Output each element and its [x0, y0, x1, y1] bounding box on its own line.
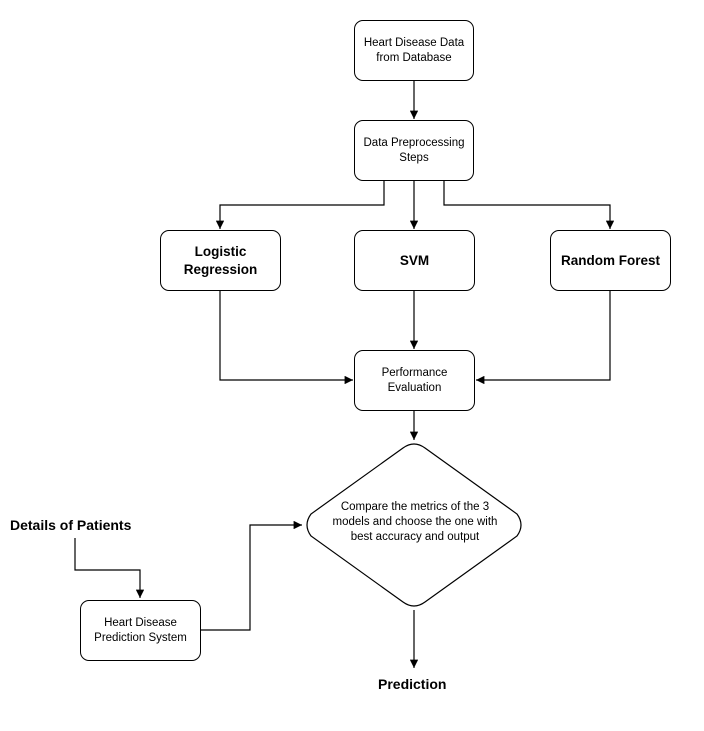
performance-evaluation-box: Performance Evaluation — [354, 350, 475, 411]
source-data-label: Heart Disease Data from Database — [363, 36, 465, 64]
prediction-system-box: Heart Disease Prediction System — [80, 600, 201, 661]
source-data-box: Heart Disease Data from Database — [354, 20, 474, 81]
decision-label: Compare the metrics of the 3 models and … — [332, 501, 498, 543]
preprocessing-label: Data Preprocessing Steps — [363, 136, 465, 164]
prediction-system-label: Heart Disease Prediction System — [94, 616, 187, 644]
arrow-patients-to-system — [74, 538, 145, 598]
logistic-regression-box: Logistic Regression — [160, 230, 281, 291]
arrow-preprocessing-to-random-forest — [443, 181, 615, 229]
prediction-output-label: Prediction — [378, 676, 447, 692]
decision-diamond — [306, 443, 522, 607]
svm-box: SVM — [354, 230, 475, 291]
arrow-system-to-decision — [201, 520, 302, 631]
svm-label: SVM — [399, 252, 430, 268]
arrow-logistic-to-evaluation — [219, 291, 353, 385]
performance-evaluation-label: Performance Evaluation — [381, 366, 448, 394]
arrow-preprocessing-to-logistic — [215, 181, 385, 229]
random-forest-box: Random Forest — [550, 230, 671, 291]
arrow-random-forest-to-evaluation — [476, 291, 611, 385]
random-forest-label: Random Forest — [560, 252, 660, 268]
logistic-regression-label: Logistic Regression — [183, 243, 258, 277]
patients-details-label: Details of Patients — [10, 517, 132, 533]
preprocessing-box: Data Preprocessing Steps — [354, 120, 474, 181]
